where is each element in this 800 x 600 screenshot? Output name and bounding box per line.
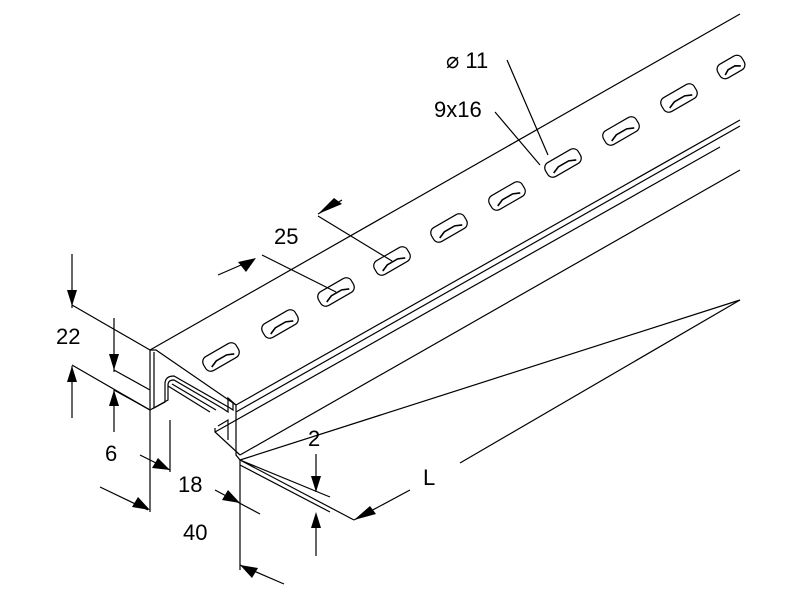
slot (430, 213, 468, 243)
slot (716, 54, 746, 80)
wall-thickness-label: 2 (308, 426, 321, 451)
length-dimension (239, 299, 741, 521)
opening-width-label: 18 (178, 472, 203, 497)
opening-dimension (99, 410, 171, 512)
channel-width-label: 40 (183, 520, 208, 545)
hole-diameter-label: ⌀ 11 (446, 48, 489, 73)
slot (660, 83, 698, 113)
channel-length-label: L (423, 465, 436, 490)
callout-leaders (494, 59, 549, 166)
channel-end-profile (149, 349, 241, 461)
slot (544, 148, 582, 178)
slot (488, 181, 526, 211)
thickness-dimension (239, 454, 331, 556)
slot-size-label: 9x16 (434, 97, 482, 122)
pitch-dimension (217, 198, 393, 293)
slot (261, 309, 299, 339)
rail-outline (149, 13, 741, 461)
slot (602, 116, 640, 146)
lip-dimension (109, 318, 151, 432)
slot-pitch-label: 25 (274, 224, 299, 249)
width-dimension (214, 460, 285, 585)
slot (202, 342, 240, 372)
channel-height-label: 22 (56, 324, 81, 349)
lip-height-label: 6 (105, 441, 118, 466)
